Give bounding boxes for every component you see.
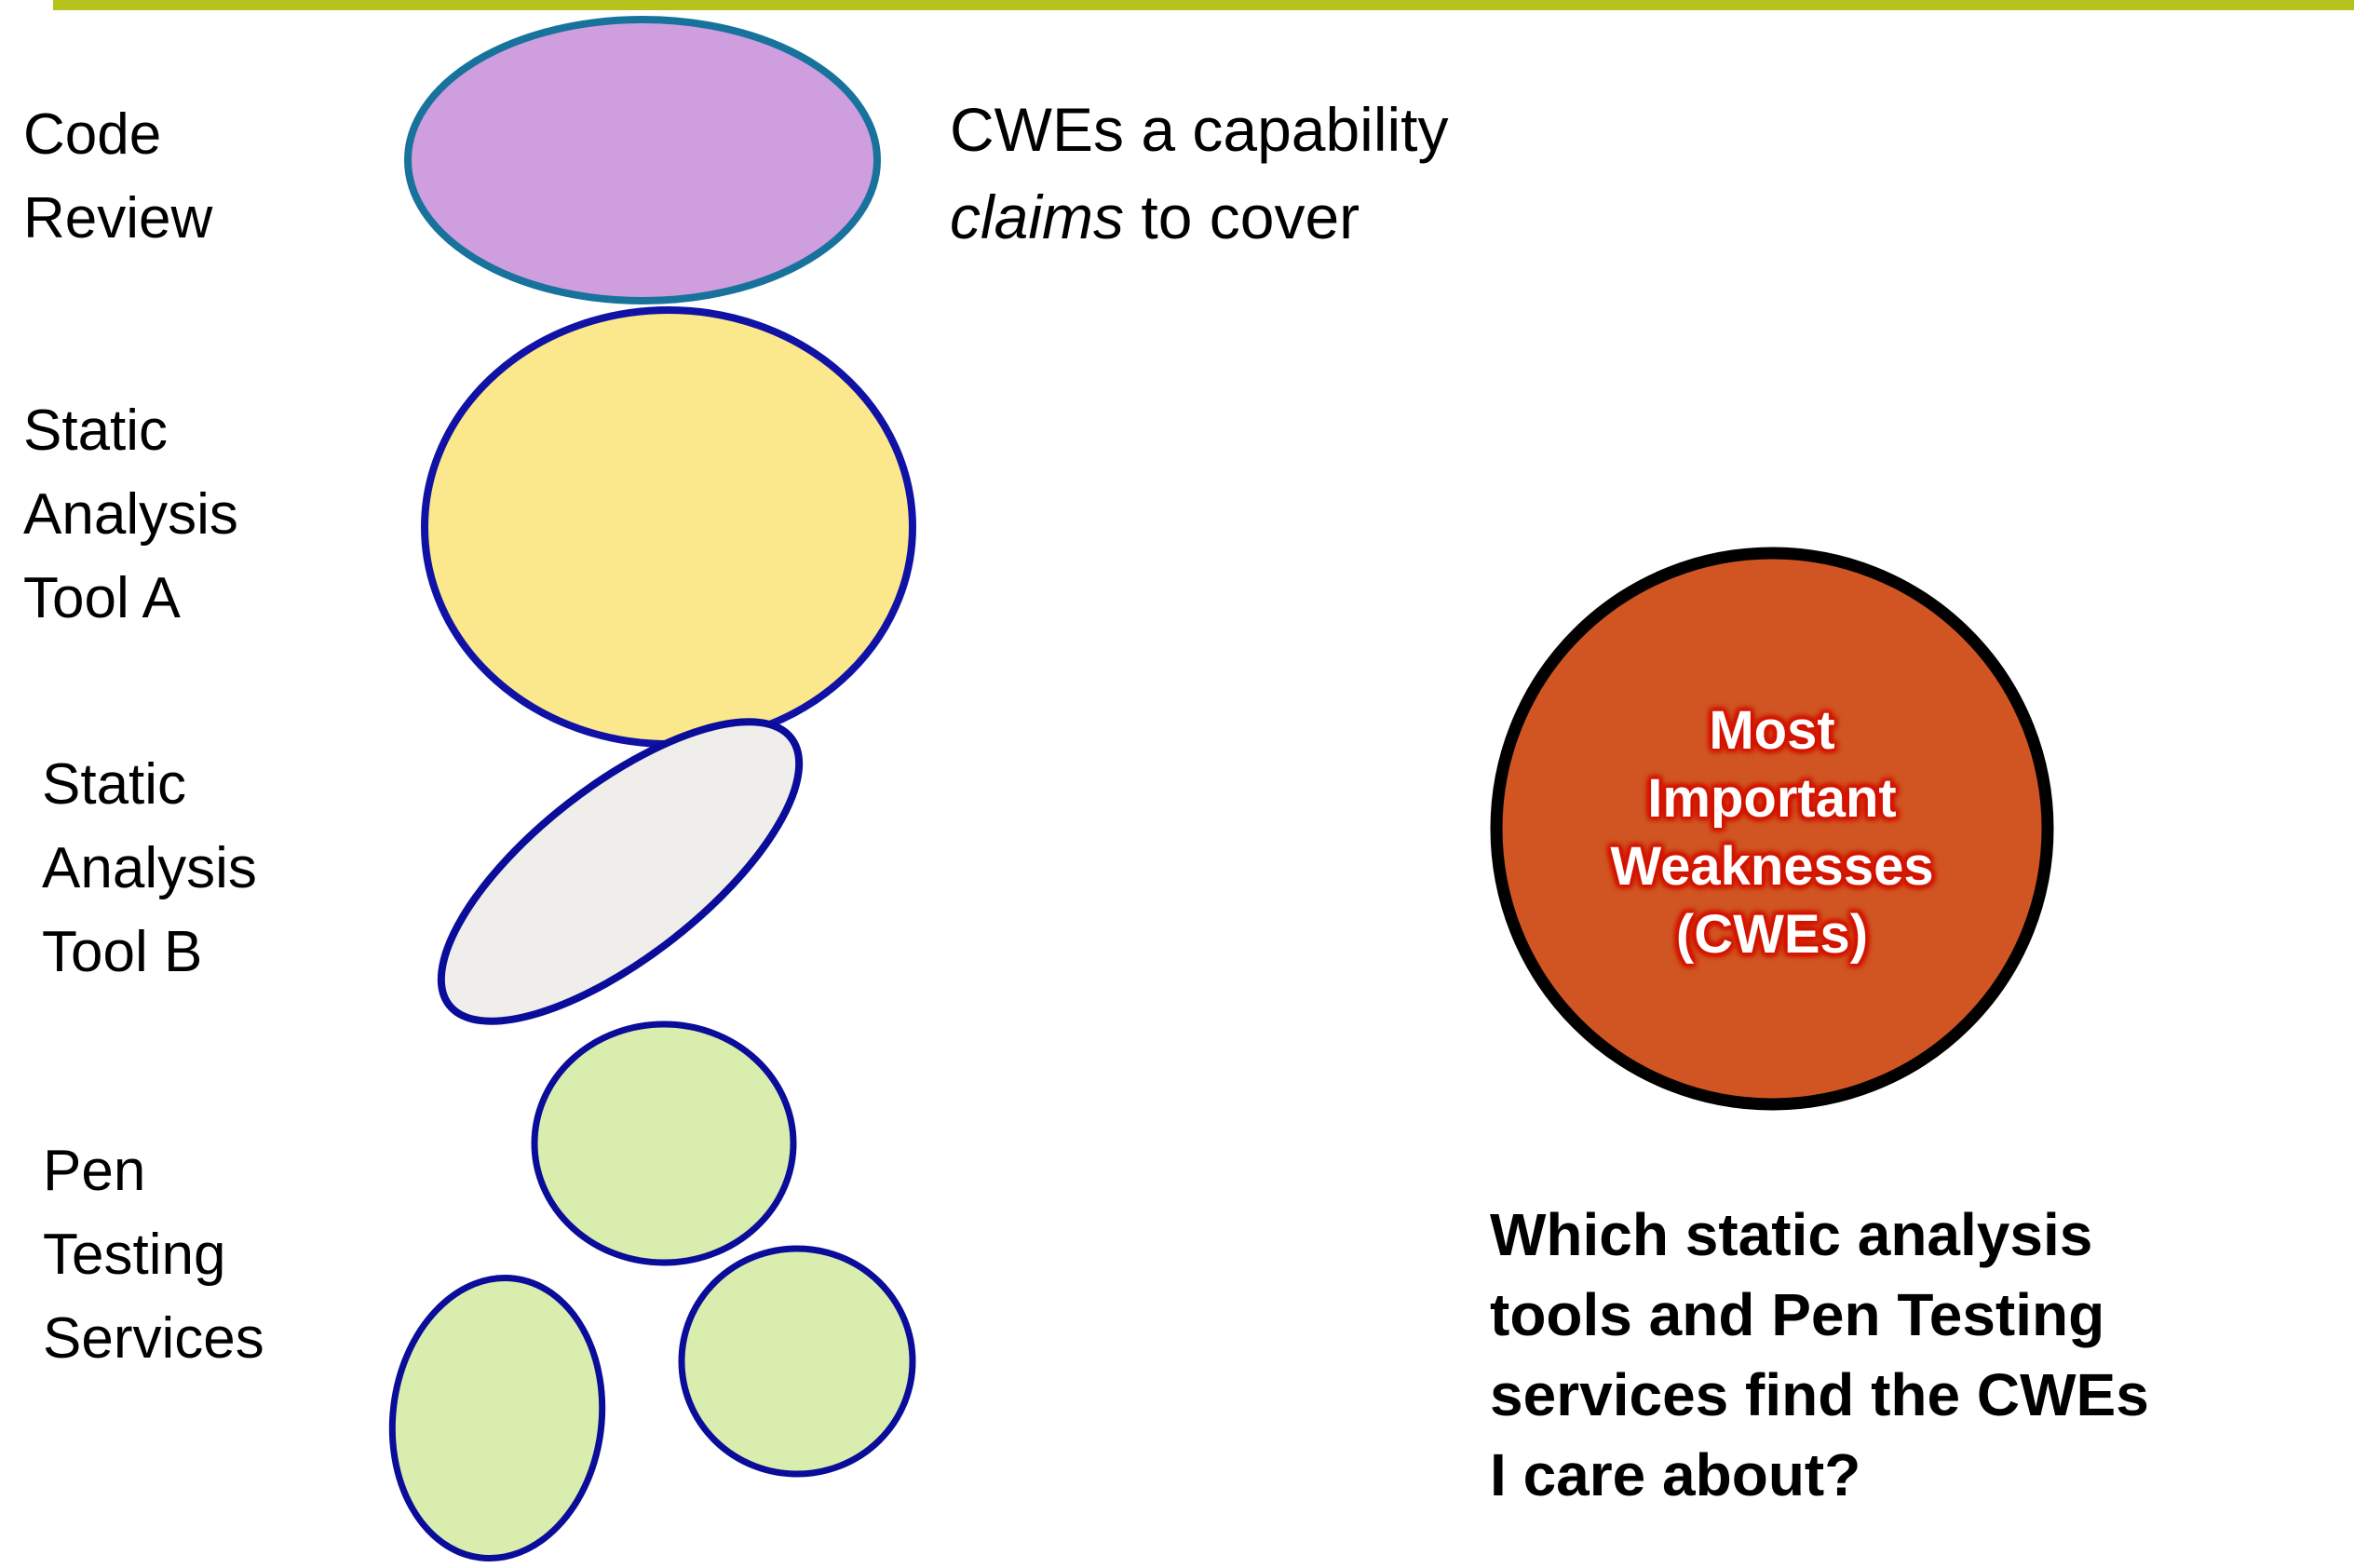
orange-circle-line: (CWEs) bbox=[1675, 904, 1869, 965]
label-line: Pen bbox=[43, 1139, 146, 1203]
question-line: I care about? bbox=[1490, 1441, 1861, 1508]
pen-testing-ellipse-bottom-left bbox=[388, 1275, 606, 1561]
static-analysis-tool-a-ellipse bbox=[421, 306, 916, 748]
claims-caption-line2-rest: to cover bbox=[1124, 182, 1360, 251]
question-line: tools and Pen Testing bbox=[1490, 1281, 2105, 1348]
label-line: Static bbox=[42, 752, 187, 817]
most-important-weaknesses-circle bbox=[1490, 547, 2054, 1111]
pen-testing-ellipse-top bbox=[531, 1021, 797, 1266]
claims-caption: CWEs a capability claims to cover bbox=[950, 86, 1449, 261]
label-line: Code bbox=[23, 102, 162, 167]
label-static-analysis-tool-a: Static Analysis Tool A bbox=[23, 389, 238, 641]
claims-caption-line1: CWEs a capability bbox=[950, 95, 1449, 164]
label-pen-testing-services: Pen Testing Services bbox=[43, 1129, 264, 1381]
claims-word-italic: claims bbox=[950, 182, 1125, 251]
orange-circle-line: Important bbox=[1647, 768, 1897, 829]
label-line: Services bbox=[43, 1306, 264, 1371]
label-line: Analysis bbox=[23, 482, 238, 547]
question-line: services find the CWEs bbox=[1490, 1361, 2149, 1428]
question-text: Which static analysis tools and Pen Test… bbox=[1490, 1195, 2354, 1515]
orange-circle-line: Weaknesses bbox=[1610, 836, 1934, 897]
code-review-claims-ellipse bbox=[404, 16, 881, 304]
label-line: Static bbox=[23, 399, 169, 463]
claims-caption-line2: claims to cover bbox=[950, 173, 1449, 261]
pen-testing-ellipse-bottom-right bbox=[678, 1245, 916, 1478]
orange-circle-line: Most bbox=[1709, 700, 1835, 761]
label-line: Review bbox=[23, 186, 213, 250]
label-code-review: Code Review bbox=[23, 93, 212, 261]
label-line: Analysis bbox=[42, 836, 257, 900]
label-static-analysis-tool-b: Static Analysis Tool B bbox=[42, 743, 257, 994]
label-line: Testing bbox=[43, 1223, 226, 1287]
top-accent-bar bbox=[53, 0, 2354, 10]
static-analysis-tool-b-ellipse bbox=[437, 718, 804, 1025]
label-line: Tool A bbox=[23, 566, 181, 630]
label-line: Tool B bbox=[42, 920, 203, 984]
question-line: Which static analysis bbox=[1490, 1201, 2093, 1268]
most-important-weaknesses-label: Most Important Weaknesses (CWEs) bbox=[1530, 696, 2014, 968]
